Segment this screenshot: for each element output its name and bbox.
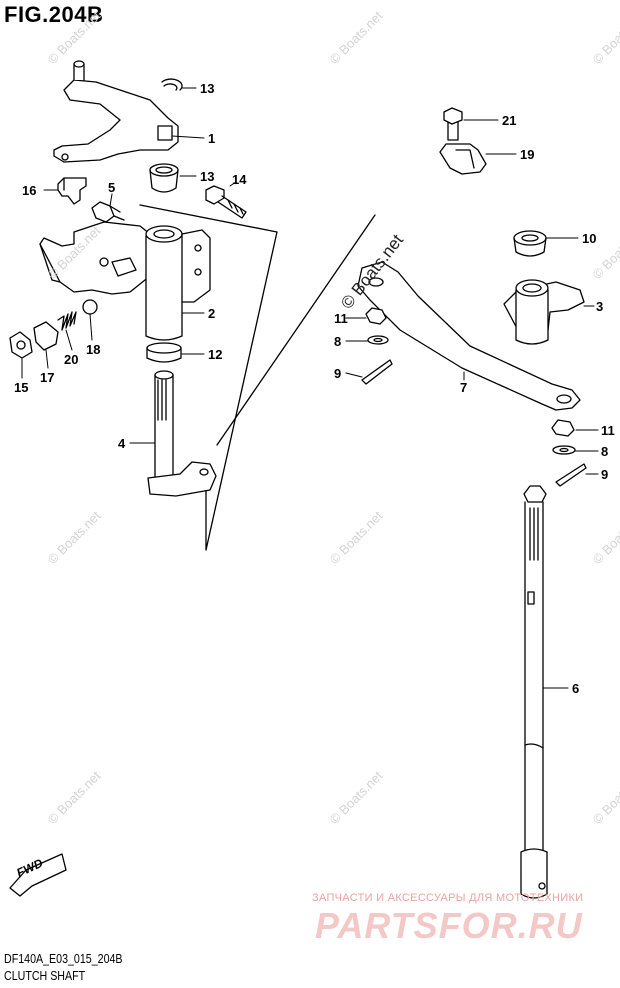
part-15-plug [9,331,33,359]
callout-5: 5 [108,180,115,195]
part-9-cotter-pin-upper [361,359,393,385]
callout-16: 16 [22,183,36,198]
callout-7: 7 [460,380,467,395]
part-11-nut-upper [365,307,387,325]
ad-text: ЗАПЧАСТИ И АКСЕССУАРЫ ДЛЯ МОТОТЕХНИКИ [312,892,584,904]
part-6-long-shaft [520,485,548,899]
part-3-clutch-arm [503,279,585,345]
callout-labels: 13 1 13 14 16 5 2 12 15 17 20 18 4 21 19… [14,81,615,696]
leader-lines [21,87,599,689]
callout-13-lower: 13 [200,169,214,184]
callout-11-upper: 11 [334,311,348,326]
callout-9-lower: 9 [601,467,608,482]
figure-caption: CLUTCH SHAFT [4,968,86,983]
part-21-bolt [443,107,463,141]
callout-17: 17 [40,370,54,385]
part-11-nut-lower [551,419,575,437]
part-19-clamp [439,143,487,175]
callout-8-upper: 8 [334,334,341,349]
part-13-e-ring-upper [161,78,183,91]
callout-21: 21 [502,113,516,128]
callout-6: 6 [572,681,579,696]
callout-20: 20 [64,352,78,367]
part-8-washer-lower [552,445,576,455]
part-13-bushing [149,163,179,193]
callout-19: 19 [520,147,534,162]
part-4-clutch-shaft [147,370,217,497]
part-17-spring-holder [33,321,59,351]
callout-13-upper: 13 [200,81,214,96]
figure-title: FIG.204B [4,2,104,27]
callout-4: 4 [118,436,126,451]
part-2-clutch-housing [39,221,211,341]
part-5-grease-fitting [91,201,125,223]
callout-18: 18 [86,342,100,357]
part-18-ball [82,299,98,315]
ad-logo: PARTSFOR.RU [315,905,583,946]
callout-12: 12 [208,347,222,362]
fwd-arrow [9,853,67,897]
callout-9-upper: 9 [334,366,341,381]
guide-lines [139,204,376,551]
part-20-spring [57,311,77,331]
part-10-cap [513,230,547,257]
callout-14: 14 [232,172,247,187]
callout-8-lower: 8 [601,444,608,459]
part-9-cotter-pin-lower [555,463,587,487]
callout-3: 3 [596,299,603,314]
callout-1: 1 [208,131,215,146]
callout-10: 10 [582,231,596,246]
part-8-washer-upper [367,335,389,345]
part-12-bushing [146,342,182,363]
part-1-shift-lever [53,60,179,163]
part-14-bolt [205,185,247,219]
callout-11-lower: 11 [601,423,615,438]
part-16-clip [57,177,87,205]
callout-2: 2 [208,306,215,321]
figure-code: DF140A_E03_015_204B [4,951,123,966]
callout-15: 15 [14,380,28,395]
